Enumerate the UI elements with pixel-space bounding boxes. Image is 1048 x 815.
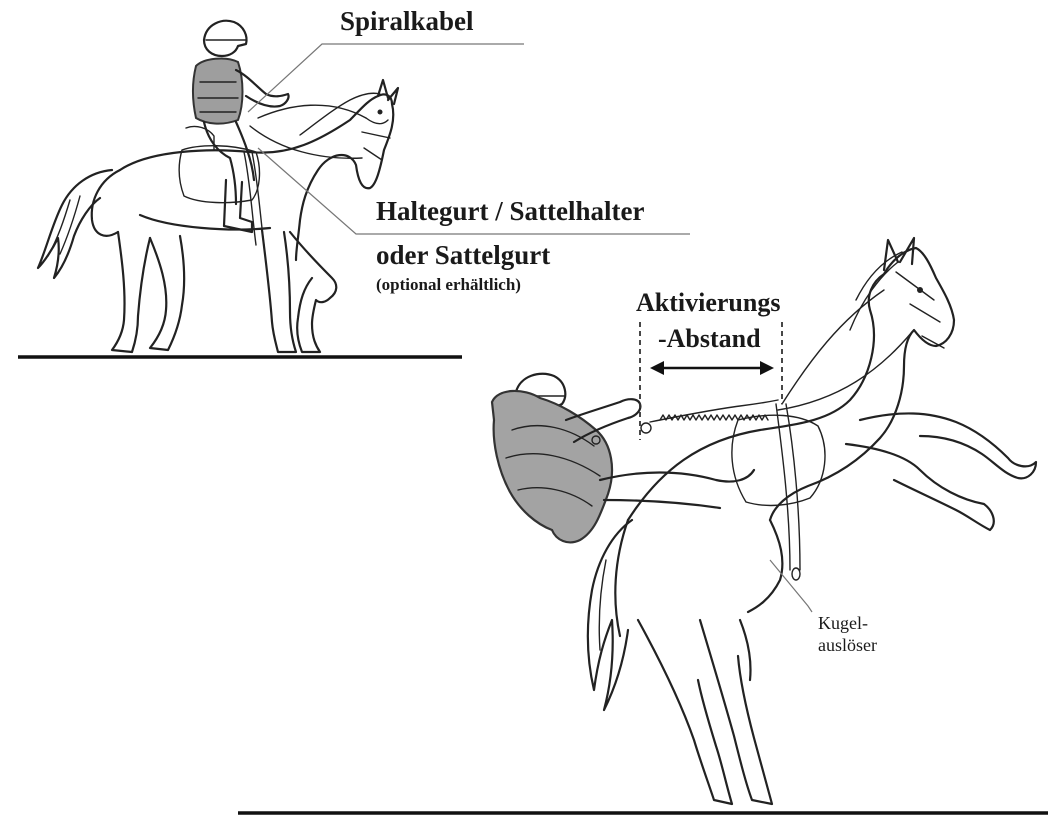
label-strap-line1: Haltegurt / Sattelhalter: [376, 198, 644, 225]
label-activation-line1: Aktivierungs: [636, 290, 780, 316]
ball-trigger-icon: [641, 423, 651, 433]
label-strap-line2: oder Sattelgurt: [376, 242, 550, 269]
rearing-horse-figure: [238, 238, 1048, 813]
walking-horse-figure: [18, 21, 462, 357]
rider-bottom: [492, 374, 754, 543]
label-ball-trigger-line1: Kugel-: [818, 614, 868, 632]
label-activation-line2: -Abstand: [658, 326, 761, 352]
rider-top: [193, 21, 289, 232]
label-ball-trigger-line2: auslöser: [818, 636, 877, 654]
label-spiral-cable: Spiralkabel: [340, 8, 474, 35]
airbag-vest-icon: [193, 59, 243, 124]
label-strap-optional: (optional erhältlich): [376, 276, 521, 293]
inflated-airbag-vest-icon: [492, 391, 612, 542]
